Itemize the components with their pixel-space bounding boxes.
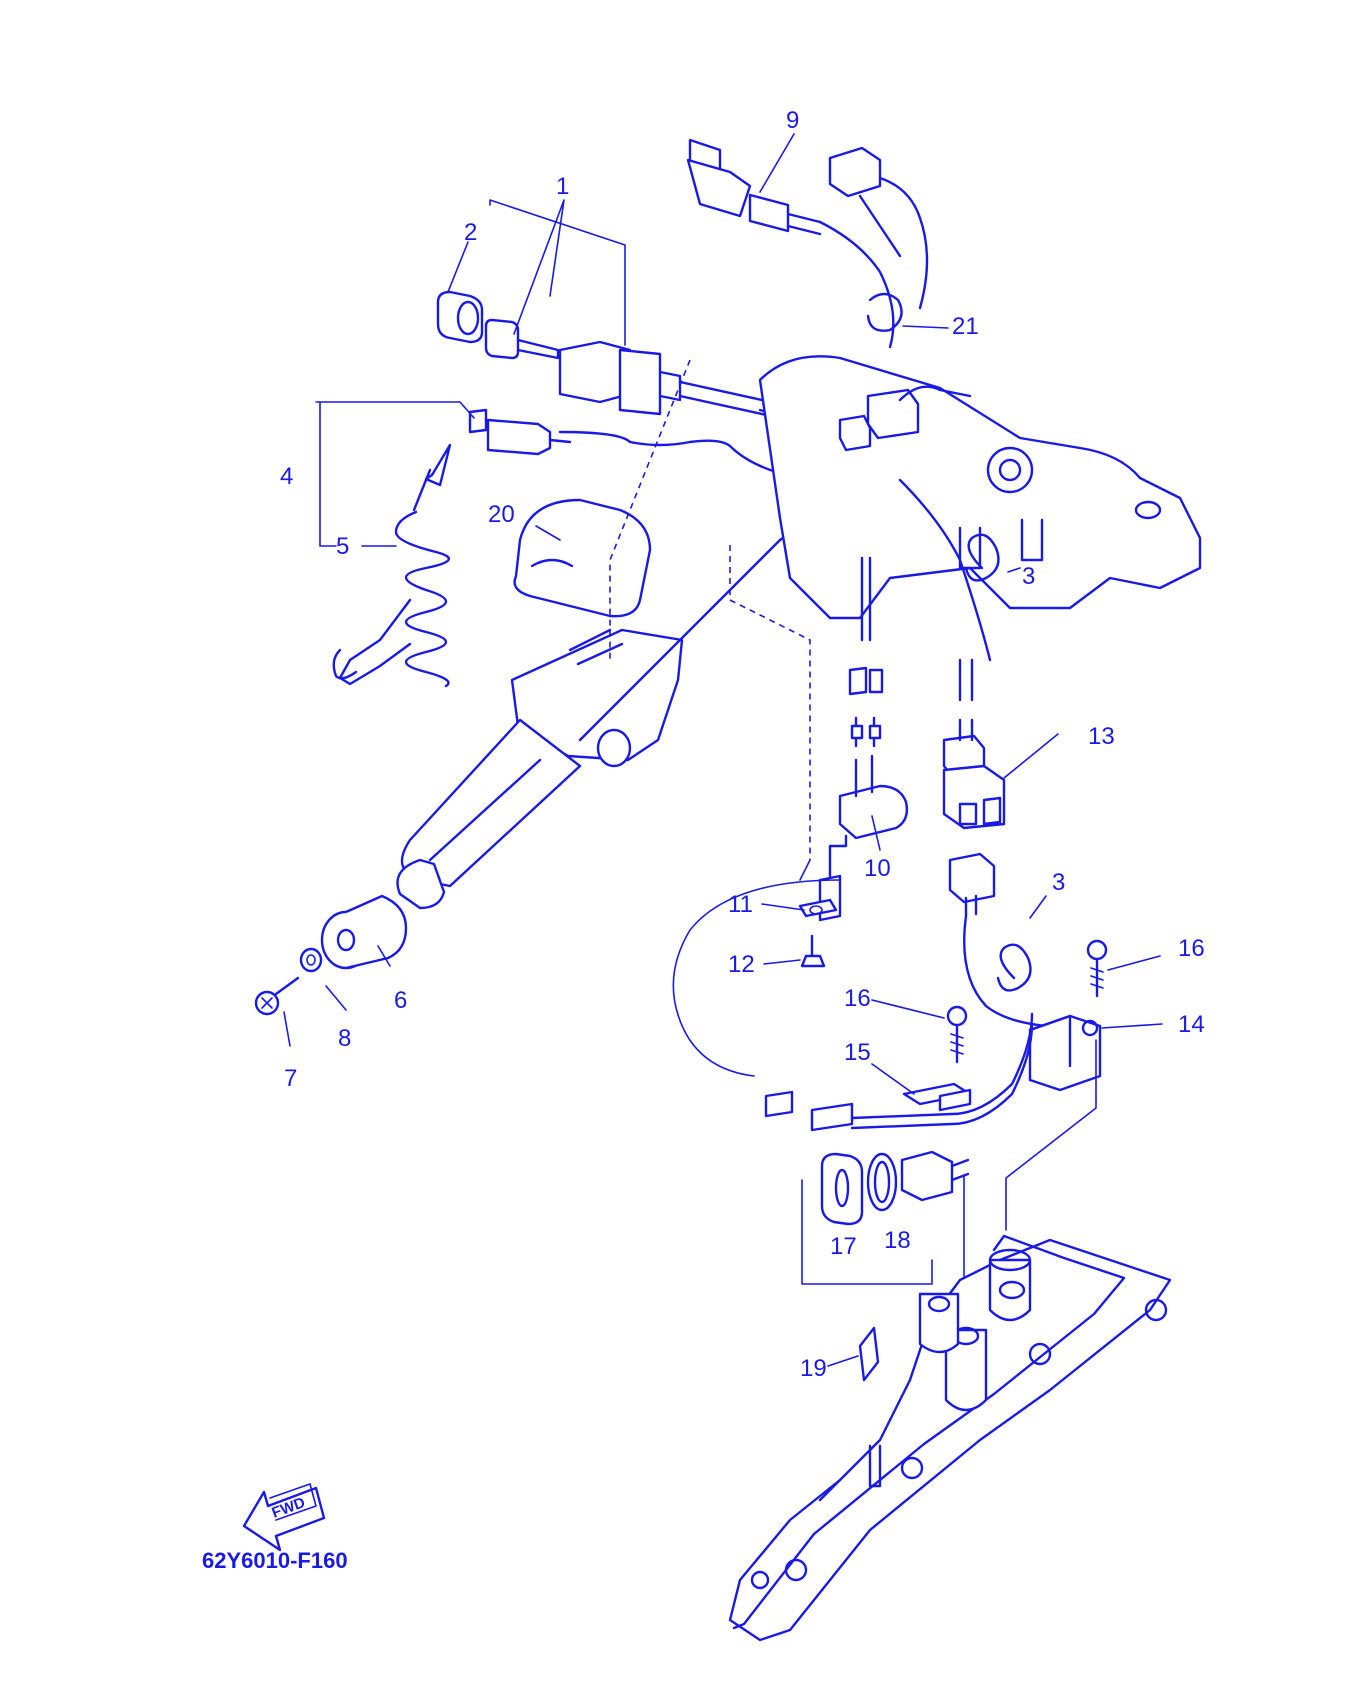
part-10-buzzer <box>828 754 909 878</box>
part-6-grip-end <box>320 894 408 970</box>
wire-harness-mid <box>848 478 992 748</box>
part-21-clamp <box>866 292 949 332</box>
callout-2: 2 <box>464 219 477 246</box>
part-16-screw-lower <box>946 1005 968 1064</box>
callout-10: 10 <box>864 855 891 882</box>
part-15-clamp <box>902 1082 972 1112</box>
callout-13: 13 <box>1088 723 1115 750</box>
callout-4: 4 <box>280 463 293 490</box>
part-3-clip-upper <box>964 533 1000 582</box>
part-13-connector <box>942 718 1006 830</box>
part-9-sensor <box>686 138 895 349</box>
callout-17: 17 <box>830 1233 857 1260</box>
callout-labels: 1 2 3 3 4 5 6 7 8 9 10 11 12 13 14 15 16… <box>280 107 1205 1382</box>
callout-8: 8 <box>338 1025 351 1052</box>
steering-bracket <box>758 355 1202 620</box>
part-1-key <box>484 318 560 360</box>
fwd-arrow-icon: FWD <box>242 1483 326 1552</box>
grommet-connector <box>900 1150 970 1202</box>
part-2-cap <box>436 290 484 344</box>
callout-21: 21 <box>952 313 979 340</box>
callout-11: 11 <box>728 891 753 918</box>
part-5-lanyard-cord <box>332 443 452 688</box>
part-18-seal <box>866 1152 898 1212</box>
part-11-plate <box>798 874 842 922</box>
part-12-screw <box>800 934 826 968</box>
part-8-washer <box>299 947 323 973</box>
callout-5: 5 <box>336 533 349 560</box>
callout-20: 20 <box>488 501 515 528</box>
callout-16b: 16 <box>844 985 871 1012</box>
callout-19: 19 <box>800 1355 827 1382</box>
callout-12: 12 <box>728 951 755 978</box>
callout-9: 9 <box>786 107 799 134</box>
part-7-screw <box>254 976 300 1016</box>
part-19-label <box>858 1326 880 1382</box>
callout-leaders <box>283 133 1163 1367</box>
callout-6: 6 <box>394 987 407 1014</box>
callout-3b: 3 <box>1052 869 1065 896</box>
harness-loop <box>672 879 1034 1132</box>
tiller-handle <box>396 474 972 910</box>
part-3-clip-lower <box>996 943 1032 992</box>
connector-lower <box>948 852 1048 1028</box>
callout-3a: 3 <box>1022 563 1035 590</box>
drawing-code: 62Y6010-F160 <box>202 1548 348 1573</box>
bottom-cover <box>728 1234 1172 1642</box>
callout-18: 18 <box>884 1227 911 1254</box>
callout-15: 15 <box>844 1039 871 1066</box>
part-14-relay <box>1028 1014 1102 1092</box>
callout-14: 14 <box>1178 1011 1205 1038</box>
callout-1: 1 <box>556 173 569 200</box>
part-17-grommet <box>820 1152 864 1226</box>
callout-7: 7 <box>284 1065 297 1092</box>
callout-16a: 16 <box>1178 935 1205 962</box>
leader-lines <box>609 359 811 881</box>
part-20-grip-cover <box>513 498 652 618</box>
part-16-screw-upper <box>1086 939 1108 998</box>
connector-top-right <box>828 146 929 310</box>
